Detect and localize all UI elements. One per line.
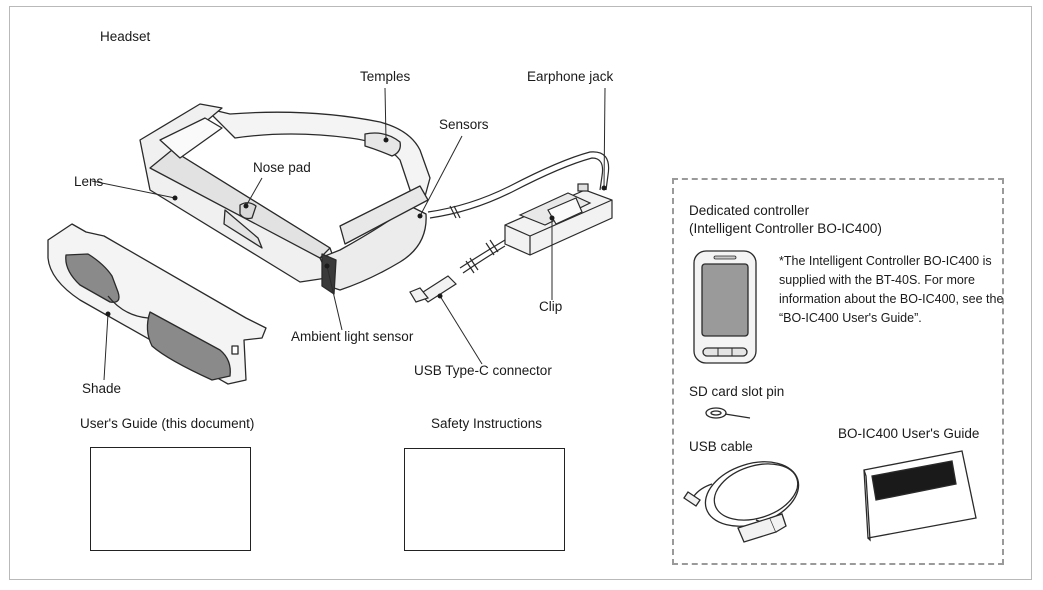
safety-instructions-label: Safety Instructions <box>431 416 543 431</box>
controller-device-illustration <box>693 250 757 364</box>
ambient-light-sensor-label: Ambient light sensor <box>291 329 414 344</box>
controller-title-line1: Dedicated controller <box>689 203 810 218</box>
sensors-label: Sensors <box>439 117 489 132</box>
usb-cable-label: USB cable <box>689 439 753 454</box>
usb-type-c-connector-label: USB Type-C connector <box>414 363 552 378</box>
users-guide-document <box>90 447 251 551</box>
controller-title: Dedicated controller (Intelligent Contro… <box>689 202 882 238</box>
nose-pad-label: Nose pad <box>253 160 311 175</box>
usb-cable-illustration <box>683 461 800 543</box>
shade-illustration <box>47 223 267 385</box>
clip-label: Clip <box>539 299 563 314</box>
cable-controller-box <box>504 183 613 256</box>
bo-ic400-guide-illustration <box>863 450 977 542</box>
controller-section-box <box>672 178 1004 565</box>
sd-card-slot-pin-label: SD card slot pin <box>689 384 785 399</box>
users-guide-label: User's Guide (this document) <box>80 416 255 431</box>
bo-ic400-users-guide-label: BO-IC400 User's Guide <box>838 426 980 441</box>
headset-illustration <box>139 103 431 295</box>
headset-label: Headset <box>100 29 151 44</box>
sd-card-pin-illustration <box>705 407 751 419</box>
temples-label: Temples <box>360 69 411 84</box>
figure-frame <box>9 6 1032 580</box>
usb-c-cable <box>409 239 506 303</box>
leader-dots <box>105 137 607 317</box>
safety-instructions-document <box>404 448 565 551</box>
earphone-jack-label: Earphone jack <box>527 69 614 84</box>
lens-label: Lens <box>74 174 104 189</box>
controller-note: *The Intelligent Controller BO-IC400 is … <box>779 254 1004 325</box>
headset-cable <box>427 151 610 219</box>
shade-label: Shade <box>82 381 122 396</box>
leader-lines <box>91 87 606 381</box>
controller-title-line2: (Intelligent Controller BO-IC400) <box>689 221 882 236</box>
